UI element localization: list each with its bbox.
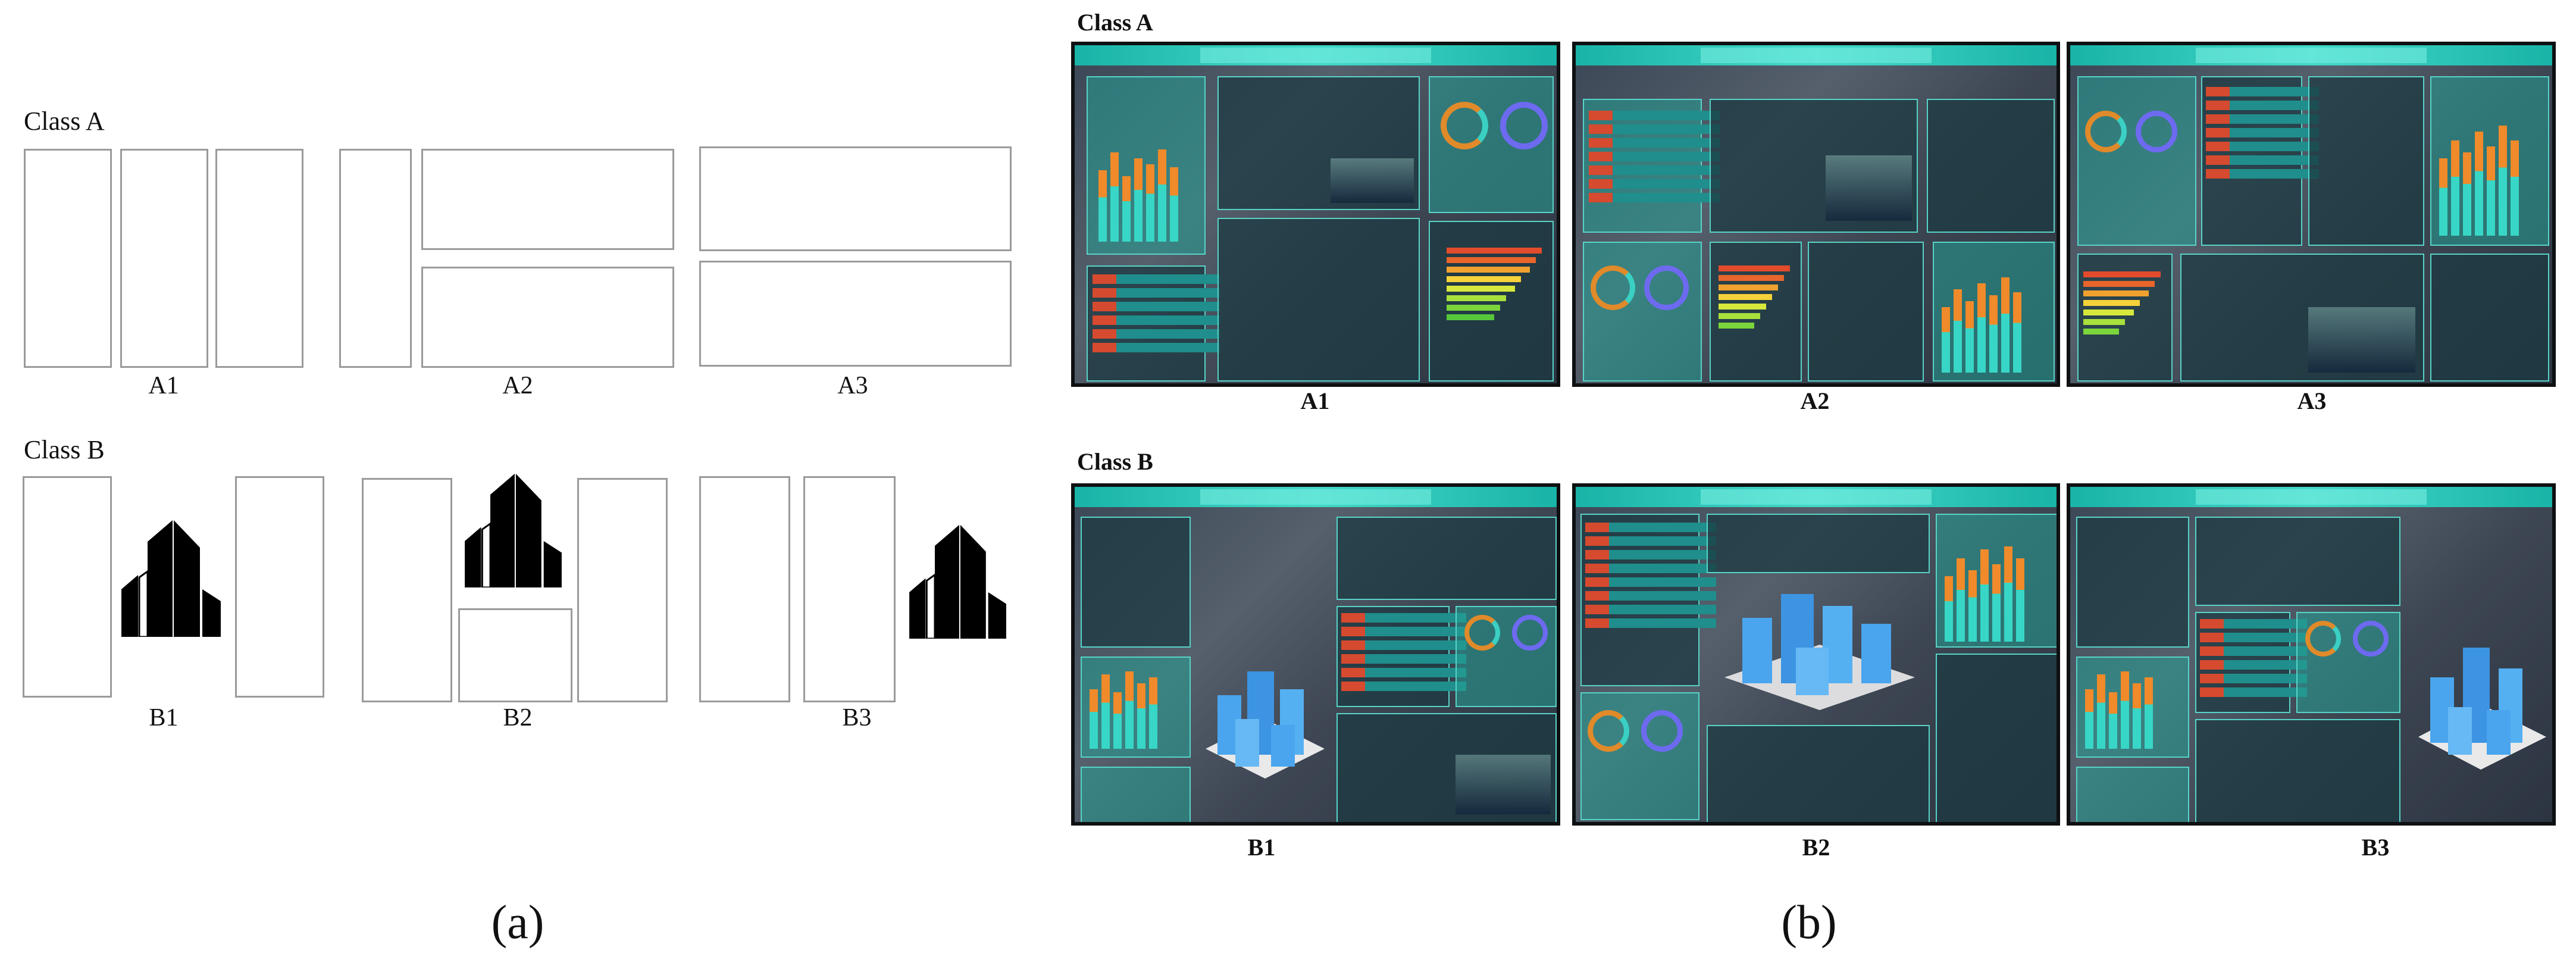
wireframe-box [421,267,674,368]
wireframe-box [699,261,1012,367]
layout-caption: B1 [149,704,179,732]
screen-caption: A1 [1300,387,1330,414]
building-icon [909,524,1006,639]
class-a-label: Class A [1077,9,1153,36]
wireframe-box [215,149,303,368]
building-icon [465,473,562,587]
screen-caption: B2 [1802,834,1830,861]
dashboard-screenshot-b2 [1572,483,2060,826]
building-3d-render [1206,671,1325,779]
wireframe-box [339,149,412,368]
layout-caption: B3 [842,704,872,732]
screen-caption: A3 [2297,387,2327,414]
panel-b-sublabel: (b) [1781,896,1837,949]
layout-caption: A1 [148,372,179,399]
wireframe-box [24,149,112,368]
wireframe-box [120,149,208,368]
screen-caption: A2 [1800,387,1830,414]
wireframe-box [577,478,668,702]
screen-caption: B1 [1247,834,1276,861]
wireframe-box [23,476,112,698]
layout-caption: A3 [837,372,868,399]
wireframe-box [458,608,572,702]
wireframe-box [699,146,1012,251]
wireframe-box [362,478,452,702]
dashboard-screenshot-b3 [2067,483,2556,826]
building-3d-render [2418,648,2546,770]
layout-caption: B2 [503,704,533,732]
panel-a-sublabel: (a) [491,896,544,949]
wireframe-box [803,476,896,702]
wireframe-box [699,476,790,702]
dashboard-screenshot-a3 [2067,42,2556,387]
dashboard-screenshot-a2 [1572,42,2060,387]
screen-caption: B3 [2361,834,2390,861]
class-a-label: Class A [24,107,105,136]
building-icon [121,520,221,637]
dashboard-screenshot-a1 [1071,42,1560,387]
building-3d-render [1724,594,1915,710]
class-b-label: Class B [24,435,105,464]
wireframe-box [421,149,674,250]
wireframe-box [235,476,324,698]
dashboard-screenshot-b1 [1071,483,1560,826]
layout-caption: A2 [502,372,533,399]
class-b-label: Class B [1077,448,1153,475]
